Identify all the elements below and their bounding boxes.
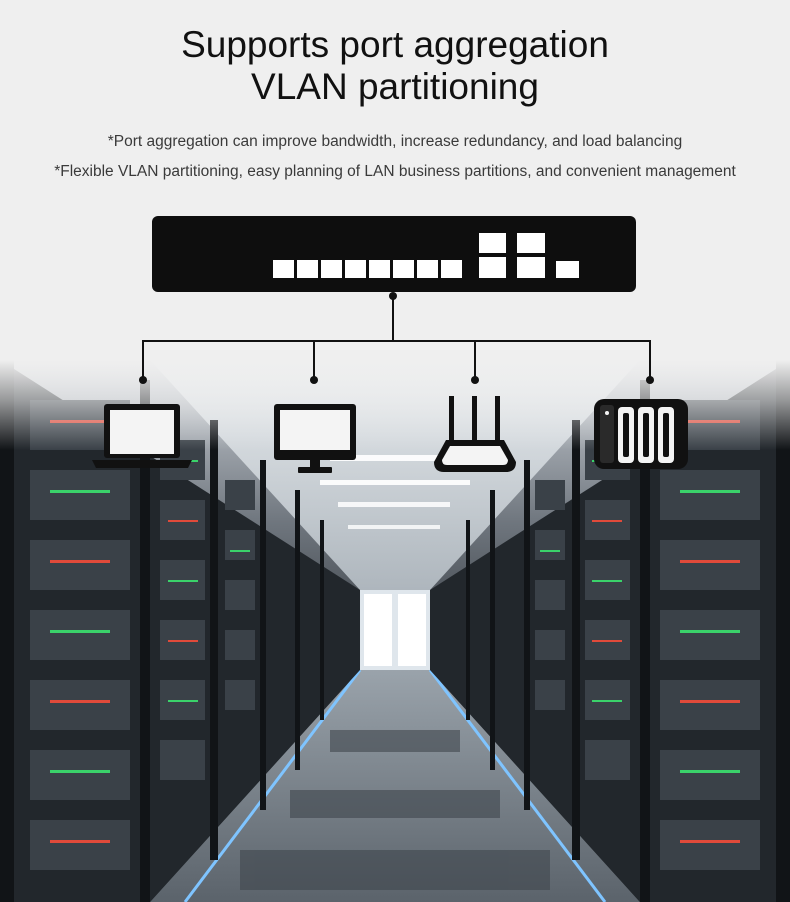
server-aisle-illustration — [0, 360, 790, 902]
connector-dot — [310, 376, 318, 384]
drop-line — [313, 340, 315, 378]
uplink-port — [479, 233, 506, 253]
drop-line — [142, 340, 144, 378]
switch-port — [441, 260, 462, 278]
title-line-1: Supports port aggregation — [181, 24, 609, 65]
switch-port — [273, 260, 294, 278]
connector-dot — [139, 376, 147, 384]
trunk-line — [392, 296, 394, 341]
connector-dot — [646, 376, 654, 384]
switch-port — [297, 260, 318, 278]
console-port — [556, 261, 579, 278]
switch-port — [393, 260, 414, 278]
switch-port — [345, 260, 366, 278]
router-icon — [432, 394, 518, 474]
drop-line — [474, 340, 476, 378]
network-switch-icon — [152, 216, 636, 292]
title-line-2: VLAN partitioning — [251, 66, 539, 107]
drop-line — [649, 340, 651, 378]
vlan-partitioning-note: *Flexible VLAN partitioning, easy planni… — [54, 163, 736, 180]
switch-port — [369, 260, 390, 278]
port-aggregation-note: *Port aggregation can improve bandwidth,… — [107, 133, 683, 150]
uplink-port — [517, 257, 545, 278]
connector-dot — [471, 376, 479, 384]
nas-storage-icon — [594, 399, 688, 469]
uplink-port — [517, 233, 545, 253]
monitor-icon — [272, 403, 358, 475]
switch-port — [417, 260, 438, 278]
switch-port — [321, 260, 342, 278]
laptop-icon — [90, 400, 194, 472]
page-title: Supports port aggregation VLAN partition… — [0, 24, 790, 108]
bus-line — [142, 340, 651, 342]
uplink-port — [479, 257, 506, 278]
